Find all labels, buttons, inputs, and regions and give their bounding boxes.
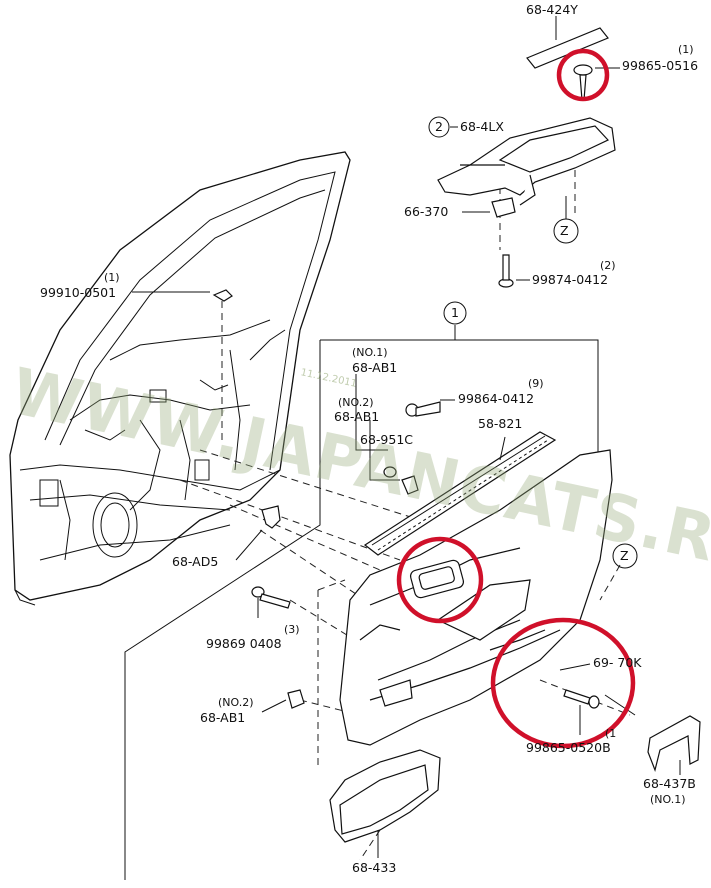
bracket-68-437B xyxy=(647,715,701,775)
label-qty-9: (9) xyxy=(528,377,544,390)
label-qty-3: (3) xyxy=(284,623,300,636)
label-68-951C: 68-951C xyxy=(360,432,414,447)
label-no2-bottom: (NO.2) xyxy=(218,696,254,709)
label-qty-1-top: (1) xyxy=(678,43,694,56)
clip-68-AD5 xyxy=(235,505,281,561)
leader-69-70K xyxy=(559,663,591,671)
highlights xyxy=(396,48,636,749)
label-qty-2: (2) xyxy=(600,259,616,272)
label-68-AB1-c: 68-AB1 xyxy=(200,710,246,725)
label-99865-0516: 99865-0516 xyxy=(622,58,699,73)
label-no2-top: (NO.2) xyxy=(338,396,374,409)
label-68-437B: 68-437B xyxy=(643,776,696,791)
label-z-right: Z xyxy=(620,548,629,563)
clip-99910 xyxy=(132,289,233,440)
armrest-68-4LX xyxy=(437,117,616,206)
label-99864-0412: 99864-0412 xyxy=(458,391,535,406)
label-no1-bottom: (NO.1) xyxy=(650,793,686,806)
label-99869-0408: 99869 0408 xyxy=(206,636,282,651)
screw-99874-0412 xyxy=(498,254,530,288)
screw-99869-0408 xyxy=(251,586,291,618)
highlight-door-handle xyxy=(396,536,484,624)
screw-99865-0520B xyxy=(563,689,636,735)
label-68-433: 68-433 xyxy=(352,860,397,875)
pocket-68-433 xyxy=(329,749,441,858)
label-68-AD5: 68-AD5 xyxy=(172,554,219,569)
label-58-821: 58-821 xyxy=(478,416,523,431)
label-99910-0501: 99910-0501 xyxy=(40,285,117,300)
door-frame xyxy=(9,151,351,606)
label-99865-0520B: 99865-0520B xyxy=(526,740,611,755)
label-qty-1-left: (1) xyxy=(104,271,120,284)
clip-68-AB1-bottom xyxy=(261,689,305,713)
label-no1-top: (NO.1) xyxy=(352,346,388,359)
label-circle-2: 2 xyxy=(435,119,443,134)
clip-group-68-AB1 xyxy=(355,374,455,495)
label-66-370: 66-370 xyxy=(404,204,449,219)
label-qty-1-bottom: (1 xyxy=(605,727,617,740)
highlight-screw-panel xyxy=(490,617,636,749)
label-z-top: Z xyxy=(560,223,569,238)
highlight-screw-top xyxy=(556,48,610,102)
label-99874-0412: 99874-0412 xyxy=(532,272,609,287)
label-68-AB1-b: 68-AB1 xyxy=(334,409,380,424)
weatherstrip-58-821 xyxy=(363,431,557,556)
label-69-70K: 69- 70K xyxy=(593,655,642,670)
label-68-4LX: 68-4LX xyxy=(460,119,504,134)
callout-circles xyxy=(428,116,638,569)
armrest-cover-68-424Y xyxy=(526,16,609,69)
label-68-AB1-a: 68-AB1 xyxy=(352,360,398,375)
label-68-424Y: 68-424Y xyxy=(526,2,578,17)
switch-66-370 xyxy=(462,197,516,218)
label-circle-1: 1 xyxy=(451,305,459,320)
